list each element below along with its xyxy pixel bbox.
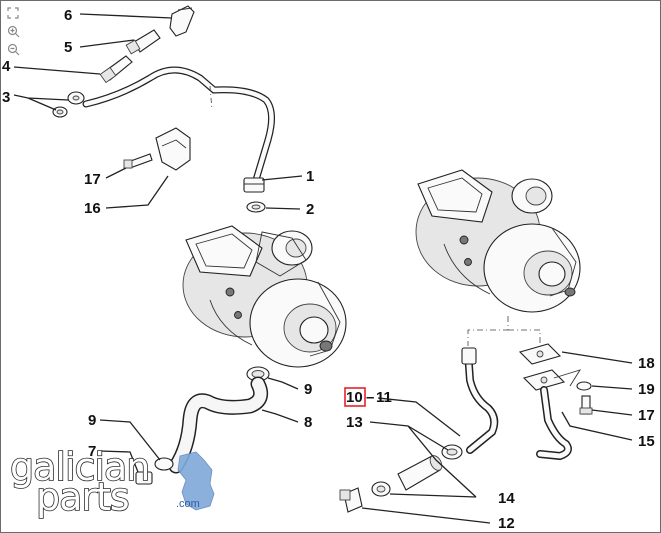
callout-12[interactable]: 12	[498, 515, 515, 532]
part-11-pipe	[461, 347, 499, 454]
part-7-fitting	[135, 471, 153, 485]
callout-labels: 6 5 4 3 1 2 17 16 9 8 9 7 10 11 13 14 12…	[2, 7, 655, 532]
turbocharger-left	[182, 225, 347, 368]
part-17-bolt-right	[579, 395, 593, 415]
turbocharger-right	[415, 169, 581, 313]
callout-dash-10-11: –	[366, 389, 374, 406]
part-18-gasket	[518, 343, 566, 391]
watermark-suffix: .com	[176, 498, 200, 510]
leader-lines	[13, 13, 633, 524]
callout-7[interactable]: 7	[88, 443, 96, 460]
part-15-drain-pipe	[536, 386, 572, 461]
callout-13[interactable]: 13	[346, 414, 363, 431]
part-6-cap	[169, 5, 195, 37]
callout-9-lower[interactable]: 9	[88, 412, 96, 429]
callout-17-right[interactable]: 17	[638, 407, 655, 424]
zoom-out-icon[interactable]	[6, 42, 20, 56]
part-19-washer	[576, 381, 592, 391]
part-3-washers	[52, 91, 85, 118]
part-8-return-hose	[168, 376, 269, 474]
callout-9-upper[interactable]: 9	[304, 381, 312, 398]
galicia-map-icon	[177, 451, 215, 511]
part-12-union	[339, 487, 363, 513]
callout-4[interactable]: 4	[2, 58, 11, 75]
callout-19[interactable]: 19	[638, 381, 655, 398]
part-14-clamp-lower	[371, 481, 391, 497]
callout-17-left[interactable]: 17	[84, 171, 101, 188]
part-4-banjo-bolt	[99, 55, 133, 84]
part-5-fitting	[125, 29, 161, 55]
callout-10[interactable]: 10	[346, 389, 363, 406]
watermark-line2: parts	[36, 475, 129, 519]
callout-2[interactable]: 2	[306, 201, 314, 218]
callout-5[interactable]: 5	[64, 39, 72, 56]
callout-14[interactable]: 14	[498, 490, 515, 507]
part-13-hose	[397, 455, 443, 491]
part-14-clamp-upper	[441, 444, 463, 460]
fit-page-icon[interactable]	[6, 6, 20, 20]
part-17-bolt-left	[123, 153, 153, 169]
center-lines	[209, 85, 541, 346]
callout-6[interactable]: 6	[64, 7, 72, 24]
callout-15[interactable]: 15	[638, 433, 655, 450]
callout-1[interactable]: 1	[306, 168, 314, 185]
callout-8[interactable]: 8	[304, 414, 312, 431]
viewer-toolbar	[6, 6, 22, 56]
part-16-clamp	[155, 127, 191, 171]
callout-18[interactable]: 18	[638, 355, 655, 372]
callout-3[interactable]: 3	[2, 89, 10, 106]
watermark-logo: galician parts .com	[9, 444, 215, 520]
part-1-oil-feed-pipe	[82, 66, 275, 193]
zoom-in-icon[interactable]	[6, 24, 20, 38]
callout-10-highlight	[344, 387, 366, 407]
part-9-clamp-upper	[246, 366, 270, 382]
part-9-clamp-lower	[154, 457, 174, 471]
callout-11[interactable]: 11	[376, 389, 392, 406]
part-2-washer	[246, 201, 266, 213]
watermark-line1: galician	[10, 445, 149, 489]
callout-16[interactable]: 16	[84, 200, 101, 217]
